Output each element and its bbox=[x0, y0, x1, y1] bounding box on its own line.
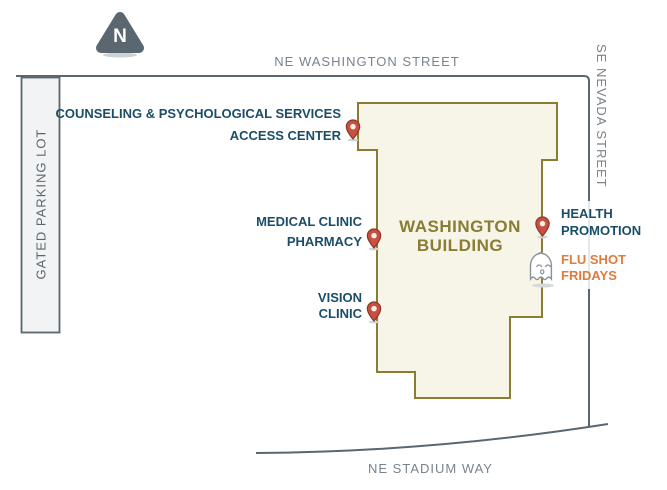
street-label-ne-stadium: NE STADIUM WAY bbox=[368, 461, 493, 476]
health-promotion-label: HEALTH PROMOTION bbox=[561, 205, 657, 239]
washington-nevada-street-line bbox=[16, 75, 590, 427]
medical-label-line1: MEDICAL CLINIC bbox=[256, 214, 362, 229]
counseling-label-line2: ACCESS CENTER bbox=[229, 128, 341, 143]
flu-label-line1: FLU SHOT bbox=[561, 252, 626, 267]
gated-parking-lot-shape bbox=[20, 76, 61, 334]
flu-ghost-icon bbox=[529, 252, 554, 288]
street-label-ne-washington: NE WASHINGTON STREET bbox=[274, 54, 460, 69]
medical-clinic-pharmacy-label: MEDICAL CLINIC PHARMACY bbox=[256, 212, 362, 252]
medical-label-line2: PHARMACY bbox=[286, 234, 362, 249]
health-promotion-pin-icon bbox=[535, 216, 550, 239]
building-name-line2: BUILDING bbox=[416, 236, 504, 255]
building-name-line1: WASHINGTON bbox=[399, 217, 521, 236]
street-label-se-nevada: SE NEVADA STREET bbox=[594, 44, 609, 188]
flu-label-line2: FRIDAYS bbox=[561, 268, 617, 283]
counseling-pin-icon bbox=[345, 119, 361, 142]
right-labels-group: HEALTH PROMOTION FLU SHOT FRIDAYS bbox=[557, 201, 659, 289]
health-label-line2: PROMOTION bbox=[561, 223, 642, 238]
medical-clinic-pin-icon bbox=[366, 228, 382, 251]
health-label-line1: HEALTH bbox=[561, 206, 613, 221]
washington-building-outline bbox=[357, 102, 558, 399]
stadium-way-street-line bbox=[255, 423, 609, 454]
counseling-label-line1: COUNSELING & PSYCHOLOGICAL SERVICES bbox=[55, 106, 341, 121]
counseling-access-label: COUNSELING & PSYCHOLOGICAL SERVICES ACCE… bbox=[55, 103, 341, 147]
north-arrow-icon bbox=[96, 12, 144, 58]
vision-label-line2: CLINIC bbox=[318, 306, 362, 321]
gated-parking-lot-label: GATED PARKING LOT bbox=[33, 128, 49, 280]
north-arrow-label: N bbox=[113, 26, 127, 47]
washington-building-label: WASHINGTON BUILDING bbox=[390, 217, 530, 255]
vision-label-line1: VISION bbox=[317, 290, 362, 305]
vision-clinic-pin-icon bbox=[366, 301, 382, 324]
vision-clinic-label: VISION CLINIC bbox=[318, 290, 362, 322]
flu-shot-fridays-label: FLU SHOT FRIDAYS bbox=[561, 252, 657, 284]
